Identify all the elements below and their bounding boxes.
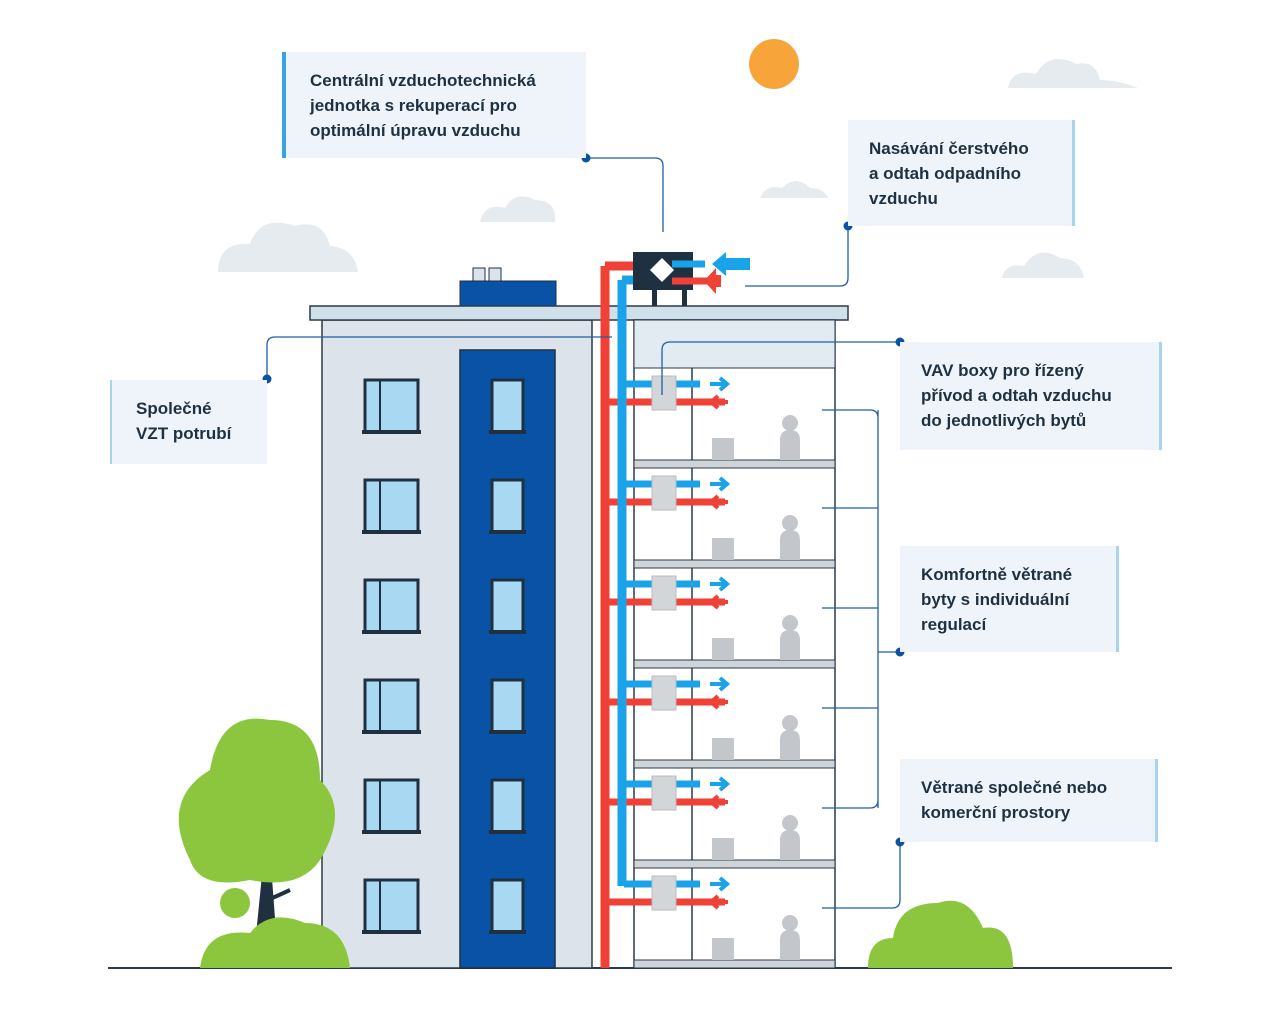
window <box>490 378 525 434</box>
floor-slab <box>633 659 836 669</box>
window <box>490 478 525 534</box>
tree <box>178 718 350 968</box>
furniture-icon <box>712 938 734 960</box>
exhaust-arrow-icon <box>704 268 721 294</box>
floors <box>608 375 836 969</box>
exhaust-arrow-icon <box>707 594 728 610</box>
label-vav-boxes: VAV boxy pro řízený přívod a odtah vzduc… <box>900 342 1162 450</box>
furniture-icon <box>712 738 734 760</box>
furniture-icon <box>712 538 734 560</box>
stair-column <box>459 349 556 969</box>
supply-arrow-icon <box>710 376 731 392</box>
label-shared-duct: Společné VZT potrubí <box>110 380 267 464</box>
intake-arrow-icon <box>712 252 750 276</box>
exhaust-arrow-icon <box>707 694 728 710</box>
furniture-icon <box>712 838 734 860</box>
exhaust-arrow-icon <box>707 394 728 410</box>
window <box>363 478 420 534</box>
label-commercial: Větrané společné nebo komerční prostory <box>900 759 1158 842</box>
label-apartments: Komfortně větrané byty s individuální re… <box>900 546 1119 652</box>
heat-exchanger-icon <box>645 253 679 287</box>
sun-icon <box>749 39 799 89</box>
window <box>363 678 420 734</box>
floor-slab <box>633 859 836 869</box>
window <box>363 578 420 634</box>
window <box>363 878 420 934</box>
windows <box>362 378 526 934</box>
floor-slab <box>633 559 836 569</box>
vav-box <box>651 375 677 411</box>
vav-box <box>651 475 677 511</box>
exhaust-arrow-icon <box>707 494 728 510</box>
window <box>490 678 525 734</box>
exhaust-arrow-icon <box>707 894 728 910</box>
person-icon <box>782 915 798 931</box>
floor-slab <box>633 459 836 469</box>
supply-arrow-icon <box>710 476 731 492</box>
person-icon <box>782 515 798 531</box>
label-intake: Nasávání čerstvého a odtah odpadního vzd… <box>848 120 1075 226</box>
person-icon <box>782 715 798 731</box>
floor-slab <box>633 959 836 969</box>
person-icon <box>782 815 798 831</box>
person-icon <box>782 415 798 431</box>
exhaust-arrow-icon <box>707 794 728 810</box>
window <box>363 378 420 434</box>
furniture-icon <box>712 438 734 460</box>
window <box>363 778 420 834</box>
vav-box <box>651 675 677 711</box>
window <box>490 578 525 634</box>
furniture-icon <box>712 638 734 660</box>
label-central-unit: Centrální vzduchotechnická jednotka s re… <box>282 52 586 158</box>
vav-box <box>651 875 677 911</box>
roof-slab <box>309 305 849 321</box>
window <box>490 878 525 934</box>
clouds <box>218 58 1138 278</box>
person-icon <box>782 615 798 631</box>
leader-lines <box>266 157 901 909</box>
floor-slab <box>633 759 836 769</box>
vav-box <box>651 775 677 811</box>
supply-arrow-icon <box>710 776 731 792</box>
supply-arrow-icon <box>710 876 731 892</box>
window <box>490 778 525 834</box>
bush <box>868 900 1013 968</box>
supply-arrow-icon <box>710 576 731 592</box>
supply-arrow-icon <box>710 676 731 692</box>
vav-box <box>651 575 677 611</box>
